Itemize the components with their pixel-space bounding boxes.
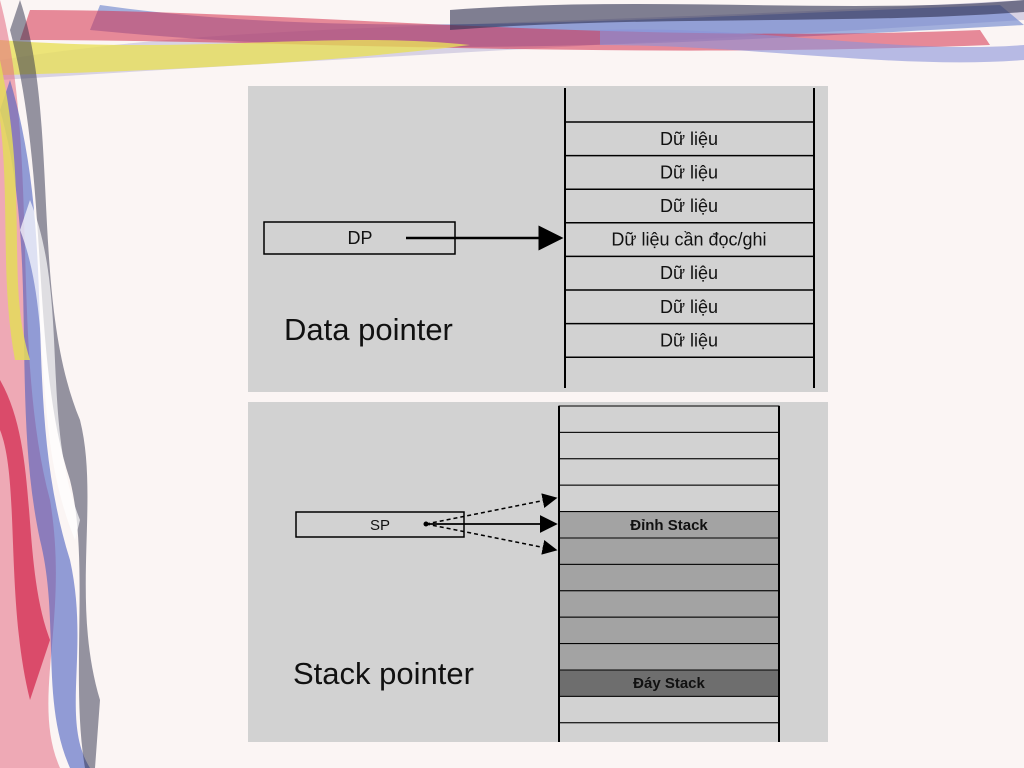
stack-cell	[558, 458, 780, 486]
data-pointer-caption: Data pointer	[284, 312, 453, 347]
stack-cell	[558, 537, 780, 565]
sp-arrow-origin	[423, 521, 429, 527]
sp-arrow-up	[425, 493, 558, 525]
memory-cell-label: Dữ liệu	[660, 162, 718, 182]
stack-cell	[558, 722, 780, 742]
stack-top-cell	[558, 511, 780, 539]
stack-cell	[558, 590, 780, 618]
stack-cell	[558, 484, 780, 513]
stack-cell	[558, 431, 780, 460]
memory-cell-label: Dữ liệu	[660, 330, 718, 350]
memory-cell-label: Dữ liệu	[660, 263, 718, 283]
stack-pointer-caption: Stack pointer	[293, 656, 474, 691]
sp-register-label: SP	[370, 517, 390, 534]
memory-cell-target-label: Dữ liệu cần đọc/ghi	[611, 230, 766, 250]
data-pointer-panel: Dữ liệu Dữ liệu Dữ liệu Dữ liệu cần đọc/ghi…	[248, 86, 828, 392]
data-pointer-diagram: Dữ liệu Dữ liệu Dữ liệu Dữ liệu cần đọc/ghi…	[263, 88, 815, 388]
sp-arrow-down	[425, 523, 558, 555]
stack-bottom-label: Đáy Stack	[633, 675, 705, 692]
stack-top-label: Đỉnh Stack	[630, 517, 708, 534]
stack-cell	[558, 405, 780, 433]
stack-bottom-cell	[558, 669, 780, 697]
stack-cell	[558, 643, 780, 671]
stack-cell	[558, 616, 780, 645]
stack-cell	[558, 695, 780, 724]
stack-cell	[558, 563, 780, 592]
dp-register-label: DP	[347, 228, 372, 248]
memory-cell-label: Dữ liệu	[660, 297, 718, 317]
memory-cell-label: Dữ liệu	[660, 129, 718, 149]
memory-cell-label: Dữ liệu	[660, 196, 718, 216]
